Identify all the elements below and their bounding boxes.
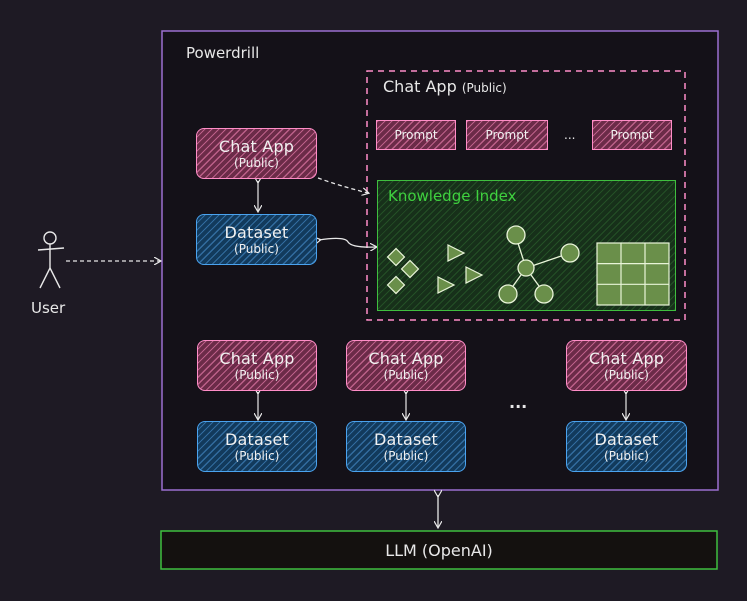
dataset-sub: (Public) (234, 449, 280, 463)
diamond-shape (386, 247, 406, 267)
triangle-shape (447, 244, 466, 262)
chat-app-sub: (Public) (383, 368, 429, 382)
dataset-sub: (Public) (234, 242, 279, 256)
chat-app-sub: (Public) (234, 156, 279, 170)
dataset-node[interactable]: Dataset (Public) (566, 421, 687, 472)
chat-app-sub: (Public) (604, 368, 649, 382)
chat-app-node[interactable]: Chat App (Public) (196, 128, 317, 179)
chat-group-border (366, 70, 686, 321)
chat-group-title-sub: (Public) (461, 81, 507, 95)
chat-app-sub: (Public) (234, 368, 280, 382)
prompt-ellipsis: ... (564, 128, 576, 142)
bottom-ellipsis: ... (509, 393, 528, 412)
user-icon (37, 231, 65, 289)
triangle-shape (437, 276, 456, 294)
llm-label[interactable]: LLM (OpenAI) (385, 540, 493, 560)
dataset-node[interactable]: Dataset (Public) (196, 214, 317, 265)
dataset-label: Dataset (224, 223, 289, 242)
chat-app-label: Chat App (588, 349, 665, 368)
dataset-label: Dataset (373, 430, 439, 449)
dataset-node[interactable]: Dataset (Public) (197, 421, 317, 472)
prompt-box[interactable]: Prompt (592, 120, 672, 150)
dataset-sub: (Public) (383, 449, 429, 463)
diamond-shape (386, 275, 406, 295)
dataset-node[interactable]: Dataset (Public) (346, 421, 466, 472)
diamond-shape (400, 259, 420, 279)
platform-title: Powerdrill (186, 44, 260, 62)
dataset-label: Dataset (224, 430, 290, 449)
llm-border (160, 530, 718, 570)
knowledge-index-title: Knowledge Index (388, 187, 517, 205)
chat-app-label: Chat App (218, 137, 295, 156)
triangle-shape (465, 266, 484, 284)
prompt-box[interactable]: Prompt (466, 120, 548, 150)
dataset-sub: (Public) (604, 449, 649, 463)
prompt-box[interactable]: Prompt (376, 120, 456, 150)
chat-app-label: Chat App (219, 349, 295, 368)
chat-app-node[interactable]: Chat App (Public) (346, 340, 466, 391)
dataset-index-arrow (319, 238, 376, 247)
knowledge-index-graphics (386, 225, 670, 306)
dataset-label: Dataset (594, 430, 659, 449)
chat-to-index-arrow (317, 177, 368, 193)
graph-icon (498, 225, 580, 304)
chat-group-title: Chat App (Public) (383, 77, 507, 96)
chat-app-label: Chat App (368, 349, 444, 368)
knowledge-index-box[interactable]: Knowledge Index (377, 180, 676, 311)
chat-app-node[interactable]: Chat App (Public) (566, 340, 687, 391)
table-grid-icon (596, 242, 670, 306)
chat-app-node[interactable]: Chat App (Public) (197, 340, 317, 391)
user-label: User (31, 299, 66, 317)
chat-group-title-main: Chat App (383, 77, 457, 96)
